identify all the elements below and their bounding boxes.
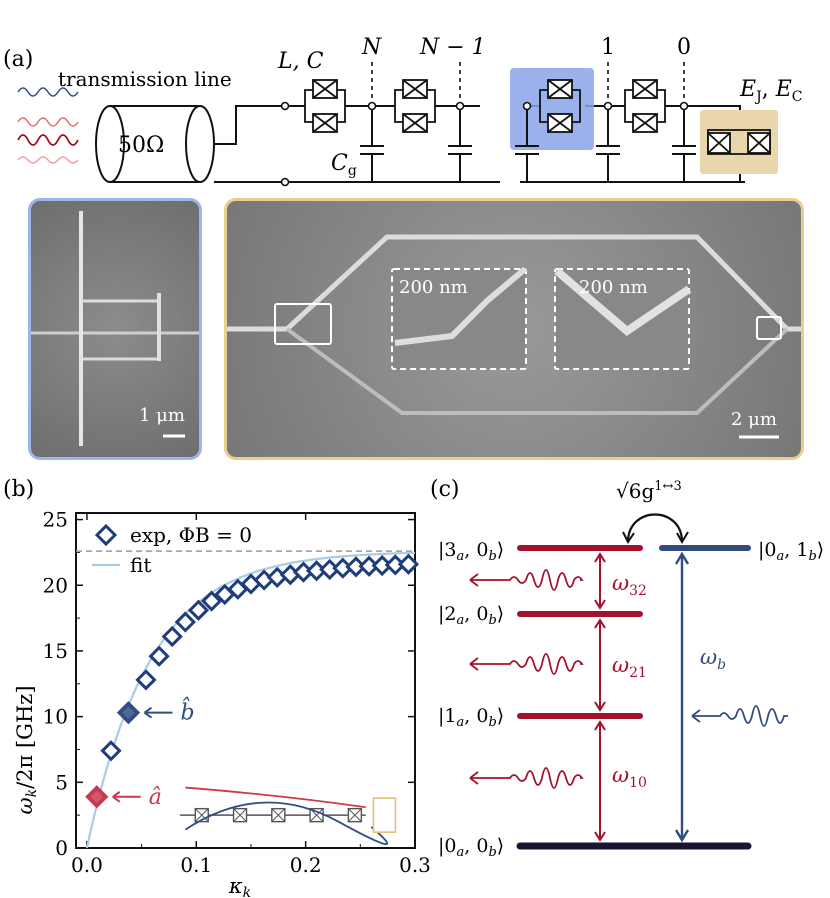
y-tick-label: 25: [43, 508, 68, 532]
inset1-scale-label: 200 nm: [399, 277, 468, 298]
panel-label-a: (a): [3, 47, 33, 72]
x-tick-label: 0.2: [290, 853, 322, 877]
inset-qubit: [372, 797, 397, 833]
level-label-1: |1a, 0b⟩: [438, 705, 504, 730]
y-tick-label: 10: [43, 705, 68, 729]
highlight-label-a: â: [149, 785, 162, 810]
y-tick-label: 15: [43, 639, 68, 663]
data-point: [200, 590, 223, 612]
level-label-0: |0a, 0b⟩: [438, 835, 504, 860]
highlight-cell: [510, 68, 594, 150]
transmission-line-label: transmission line: [58, 67, 232, 91]
circuit-panel: (a) transmission line 50Ω: [3, 35, 802, 187]
ground-cap-label: Cg: [331, 151, 357, 179]
impedance-label: 50Ω: [118, 133, 164, 158]
circuit-nodes: [280, 101, 689, 187]
ground-capacitors: [360, 106, 696, 182]
data-point: [187, 599, 210, 621]
y-tick-label: 5: [55, 770, 68, 794]
micrograph-right: 200 nm 200 nm 2 μm: [224, 198, 804, 460]
left-scale-label: 1 μm: [139, 405, 185, 426]
transmission-line: transmission line 50Ω: [58, 67, 745, 183]
inset-junction-cross: [271, 808, 286, 823]
inset-mode-a: [185, 786, 366, 809]
junction-params-label: L, C: [277, 49, 324, 74]
micrograph-left: 1 μm: [28, 198, 202, 460]
panel-label-c: (c): [430, 477, 460, 502]
level-diagram: (c) √6g1↔3 |3a, 0b⟩ |0a, 1b⟩ |2a, 0b⟩ |1…: [430, 477, 824, 860]
node-label-n-minus-1: N − 1: [419, 35, 486, 60]
inset2-scale-label: 200 nm: [579, 277, 648, 298]
transition-w21: ω21: [612, 653, 647, 681]
energy-levels: [516, 545, 752, 850]
level-label-3: |3a, 0b⟩: [438, 539, 504, 564]
junction-cells: [304, 79, 666, 133]
coupling-label: √6g1↔3: [616, 479, 682, 503]
junction-marker-right: [756, 316, 782, 340]
highlight-arrow: [143, 706, 173, 719]
node-markers: [371, 62, 685, 102]
transition-arrows: [594, 551, 690, 843]
level-label-0a1b: |0a, 1b⟩: [758, 539, 824, 564]
x-tick-label: 0.0: [71, 853, 103, 877]
y-tick-label: 0: [55, 836, 68, 860]
micrograph-right-structure: 200 nm 200 nm 2 μm: [227, 234, 801, 439]
data-point: [397, 553, 420, 575]
highlight-point-a: [85, 785, 109, 809]
data-point: [135, 669, 157, 691]
node-label-0: 0: [677, 35, 691, 60]
y-tick-label: 20: [43, 573, 68, 597]
inset-junction-cross: [194, 808, 209, 823]
junction-marker-left: [274, 303, 332, 345]
legend-label-exp: exp, ΦB = 0: [130, 523, 252, 547]
micrograph-left-structure: 1 μm: [31, 211, 199, 446]
inset-mode-b: [184, 801, 389, 846]
coupling-arrow: [626, 513, 684, 541]
transition-w10: ω10: [612, 763, 647, 791]
highlight-point-b: [116, 701, 141, 725]
data-point: [174, 611, 196, 633]
transition-w32: ω32: [612, 571, 647, 599]
plot-frame: [75, 512, 416, 849]
highlight-label-b: b̂: [180, 697, 194, 726]
level-label-2: |2a, 0b⟩: [438, 603, 504, 628]
x-axis-label: κk: [228, 874, 251, 898]
data-point: [148, 645, 170, 667]
right-scale-label: 2 μm: [731, 409, 777, 430]
node-label-1: 1: [601, 35, 615, 60]
highlight-arrow: [112, 790, 141, 803]
inset-junction-cross: [233, 808, 247, 823]
input-wave-packets: [17, 87, 79, 164]
data-point: [100, 740, 122, 762]
dispersion-chart: (b) 0.0 0.1 0.2 0.3 0 5 10 15 20 25 b̂ â exp, ΦB = 0…: [3, 477, 431, 898]
panel-label-b: (b): [3, 477, 34, 502]
qubit-params-label: EJ, EC: [739, 77, 802, 105]
x-tick-label: 0.3: [399, 853, 431, 877]
photon-packets: [469, 569, 788, 789]
transition-wb: ωb: [700, 645, 726, 673]
legend-label-fit: fit: [130, 553, 151, 577]
legend-marker-exp: [94, 523, 118, 547]
node-label-n: N: [361, 35, 382, 60]
qubit-element: [700, 105, 778, 182]
y-axis-label: ωk/2π [GHz]: [13, 685, 40, 814]
inset-junction-cross: [348, 808, 362, 823]
x-tick-label: 0.1: [180, 853, 212, 877]
data-point: [161, 625, 183, 648]
